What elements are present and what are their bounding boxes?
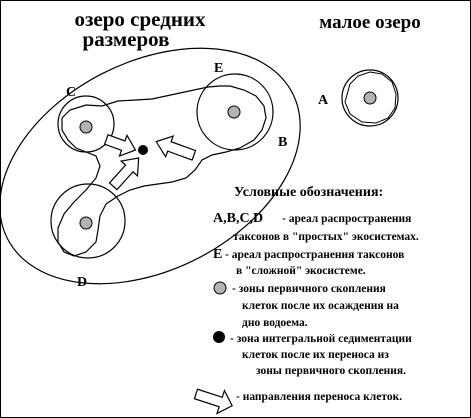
primary-zone-B — [227, 105, 241, 119]
legend-simple-text-2: таксонов в "простых" экосистемах. — [233, 231, 419, 243]
label-C: C — [66, 85, 76, 100]
transfer-arrow-from-B — [155, 135, 197, 161]
legend-complex-text-2: в "сложной" экосистеме. — [236, 265, 366, 277]
area-C-circle — [57, 95, 115, 153]
legend-simple-text-1: - ареал распространения — [282, 213, 411, 225]
label-A: A — [318, 93, 329, 108]
transfer-arrow-from-C — [103, 133, 137, 157]
integral-sedimentation-dot — [138, 145, 148, 155]
legend-integral-zone-2: клеток после их переноса из — [242, 349, 389, 361]
legend-primary-zone-2: клеток после их осаждения на — [242, 300, 399, 312]
legend-transfer-text: - направления переноса клеток. — [236, 391, 402, 403]
legend-title: Условные обозначения: — [234, 185, 383, 200]
small-lake-outline — [344, 71, 397, 124]
transfer-arrow-from-D — [108, 157, 140, 191]
label-B: B — [278, 135, 287, 150]
title-medium-lake-line2: размеров — [83, 27, 170, 51]
legend-integral-zone-3: зоны первичного скопления. — [256, 365, 406, 377]
legend-primary-zone-1: - зоны первичного скопления — [232, 283, 386, 295]
legend-transfer-arrow-icon — [193, 388, 233, 415]
legend-integral-zone-1: - зона интегральной седиментации — [230, 333, 412, 345]
legend-primary-zone-icon — [213, 281, 227, 295]
area-A-circle — [341, 69, 399, 127]
legend-integral-zone-icon — [213, 331, 225, 343]
medium-lake-outline — [0, 47, 301, 285]
legend-primary-zone-3: дно водоема. — [242, 317, 308, 329]
area-D-circle — [50, 183, 126, 259]
primary-zone-A — [363, 91, 377, 105]
primary-zone-D — [79, 216, 93, 230]
area-B-circle — [196, 73, 274, 151]
label-E: E — [214, 61, 223, 76]
label-D: D — [77, 275, 87, 290]
legend-complex-text-1: - ареал распространения таксонов — [225, 249, 404, 261]
primary-zone-C — [79, 120, 93, 134]
area-E-complex-ecosystem — [57, 85, 267, 257]
legend-complex-key: E — [213, 247, 222, 262]
title-small-lake: малое озеро — [319, 12, 420, 33]
legend-simple-key: A,B,C,D — [213, 211, 263, 226]
title-medium-lake-line1: озеро средних — [74, 7, 206, 31]
